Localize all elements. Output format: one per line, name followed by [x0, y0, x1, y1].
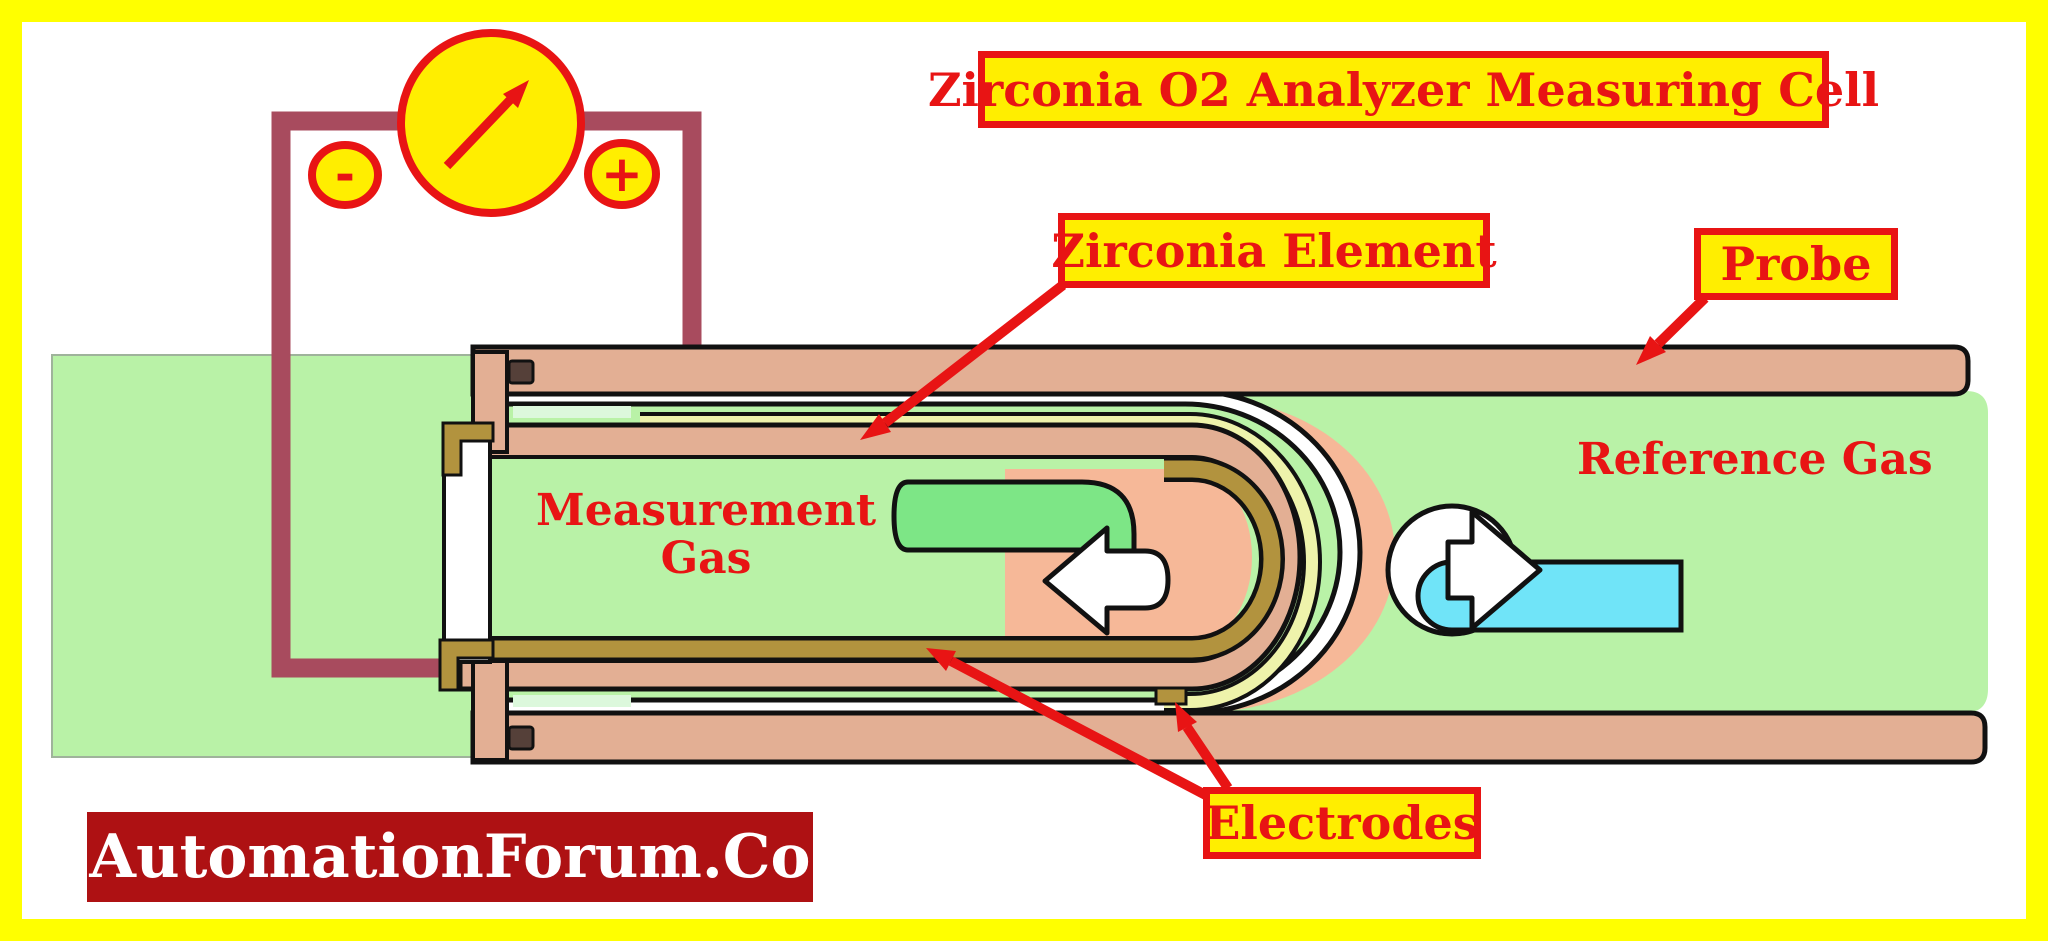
zirconia-element-label: Zirconia Element — [1051, 213, 1497, 288]
diagram-title: Zirconia O2 Analyzer Measuring Cell — [928, 51, 1879, 128]
seal-top — [507, 359, 535, 385]
watermark-logo: AutomationForum.Co — [87, 812, 813, 902]
terminal-minus-label: - — [335, 147, 355, 203]
voltmeter-needle-tip-icon — [503, 80, 529, 108]
measurement-gas-inflow-arrow — [891, 479, 1137, 603]
circuit-wire — [271, 111, 702, 678]
reference-gas-flow-arrow — [1445, 509, 1543, 631]
terminal-plus-label: + — [601, 145, 643, 203]
electrodes-arrow-inner — [926, 648, 1218, 805]
flange-bottom — [471, 659, 509, 762]
terminal-plus — [584, 139, 660, 209]
measurement-gas-label: Measurement Gas — [536, 487, 876, 583]
voltmeter-needle — [443, 96, 514, 170]
electrode-contact-top — [441, 421, 495, 477]
reference-gas-label: Reference Gas — [1577, 434, 1933, 485]
electrodes-arrowhead-outer-icon — [1175, 702, 1197, 732]
inner-electrode — [444, 460, 1281, 658]
outer-electrode — [640, 416, 1319, 708]
measurement-gas-line2: Gas — [660, 533, 752, 584]
insulation-strip-bottom — [513, 695, 631, 707]
measurement-gas-line1: Measurement — [536, 485, 877, 536]
terminal-minus — [308, 141, 382, 209]
probe-label: Probe — [1694, 228, 1898, 300]
measurement-gas-return-arrow — [1042, 525, 1171, 636]
probe-wall-bottom — [470, 710, 1988, 765]
probe-wall-top — [470, 344, 1971, 397]
seal-bottom — [507, 725, 535, 751]
zirconia-element-arrow — [860, 281, 1067, 440]
electrodes-arrow-outer — [1175, 702, 1233, 791]
probe-arrow — [1636, 294, 1709, 365]
electrodes-arrowhead-inner-icon — [926, 648, 956, 671]
insulation-strip-top — [513, 406, 631, 418]
zirconia-element-arrowhead-icon — [860, 414, 891, 440]
electrode-contact-bottom — [438, 638, 495, 692]
outside-gas-region — [51, 354, 474, 758]
electrodes-label: Electrodes — [1203, 787, 1481, 859]
probe-arrowhead-icon — [1636, 336, 1666, 365]
outer-electrode-tip — [1154, 686, 1188, 706]
